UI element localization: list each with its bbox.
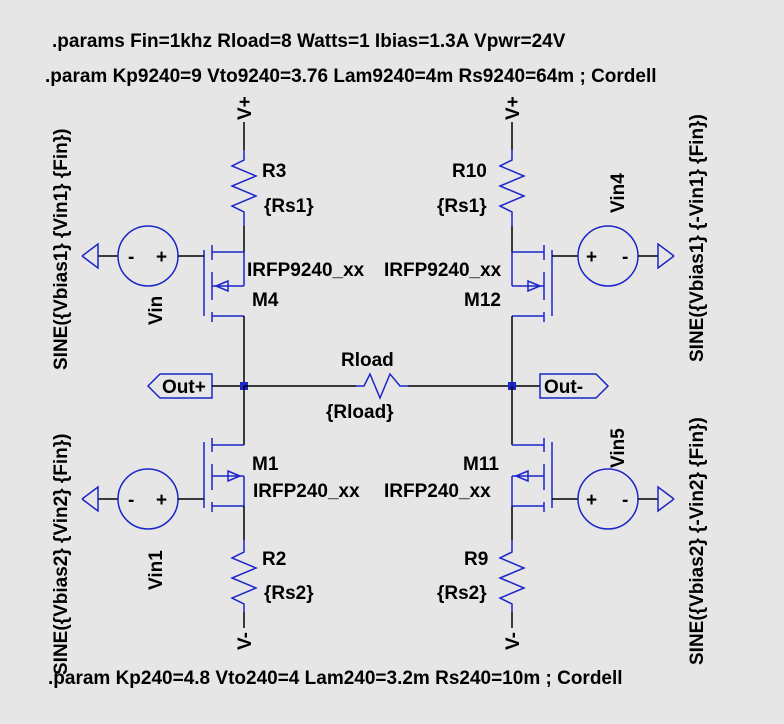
vminus-flag-right[interactable]: V- (503, 632, 524, 650)
vminus-flag-left[interactable]: V- (235, 632, 256, 650)
vin-name-label[interactable]: Vin (146, 296, 167, 325)
vin-value-label[interactable]: SINE({Vbias1} {Vin1} {Fin}) (51, 129, 72, 370)
mosfet-m12[interactable] (511, 226, 553, 386)
r10-name-label[interactable]: R10 (452, 161, 487, 182)
param-p-directive[interactable]: .param Kp9240=9 Vto9240=3.76 Lam9240=4m … (45, 66, 657, 87)
out-minus-port[interactable]: Out- (512, 373, 610, 399)
m11-model-label[interactable]: IRFP240_xx (384, 481, 491, 502)
m12-name-label[interactable]: M12 (464, 290, 501, 311)
r9-value-label[interactable]: {Rs2} (437, 583, 487, 604)
r2-value-label[interactable]: {Rs2} (264, 583, 314, 604)
params-directive[interactable]: .params Fin=1khz Rload=8 Watts=1 Ibias=1… (52, 31, 566, 52)
vin5-name-label[interactable]: Vin5 (608, 428, 629, 468)
r9-name-label[interactable]: R9 (464, 549, 488, 570)
m12-model-label[interactable]: IRFP9240_xx (384, 260, 502, 281)
rload-value-label[interactable]: {Rload} (326, 402, 394, 423)
vin5-minus-sign: - (622, 490, 628, 511)
vplus-flag-left[interactable]: V+ (235, 96, 256, 150)
vplus-flag-right[interactable]: V+ (503, 96, 524, 150)
m4-name-label[interactable]: M4 (252, 290, 279, 311)
voltage-source-vin[interactable]: - + (81, 225, 204, 287)
vin4-plus-sign: + (586, 247, 597, 268)
svg-text:Out+: Out+ (162, 377, 206, 398)
resistor-r3[interactable] (230, 150, 258, 226)
m4-model-label[interactable]: IRFP9240_xx (247, 260, 365, 281)
r3-name-label[interactable]: R3 (262, 161, 286, 182)
vin5-plus-sign: + (586, 490, 597, 511)
voltage-source-vin5[interactable]: + - (552, 468, 675, 530)
rload-name-label[interactable]: Rload (341, 350, 394, 371)
m1-model-label[interactable]: IRFP240_xx (253, 481, 360, 502)
param-n-directive[interactable]: .param Kp240=4.8 Vto240=4 Lam240=3.2m Rs… (48, 668, 623, 689)
mosfet-m1[interactable] (203, 386, 245, 540)
svg-text:V+: V+ (235, 96, 256, 120)
resistor-rload[interactable] (244, 372, 512, 400)
m11-name-label[interactable]: M11 (463, 454, 499, 475)
vin-plus-sign: + (156, 247, 167, 268)
vin4-value-label[interactable]: SINE({Vbias1} {-Vin1} {Fin}) (687, 114, 708, 362)
vin5-value-label[interactable]: SINE({Vbias2} {-Vin2} {Fin}) (687, 417, 708, 665)
vin4-name-label[interactable]: Vin4 (608, 173, 629, 213)
vin1-value-label[interactable]: SINE({Vbias2} {Vin2} {Fin}) (51, 434, 72, 675)
vin1-name-label[interactable]: Vin1 (146, 550, 167, 590)
r10-value-label[interactable]: {Rs1} (437, 196, 487, 217)
r3-value-label[interactable]: {Rs1} (264, 196, 314, 217)
vin-minus-sign: - (128, 247, 134, 268)
svg-text:V+: V+ (503, 96, 524, 120)
voltage-source-vin1[interactable]: - + (81, 468, 204, 530)
resistor-r10[interactable] (498, 150, 526, 226)
r2-name-label[interactable]: R2 (262, 549, 286, 570)
vin1-plus-sign: + (156, 490, 167, 511)
voltage-source-vin4[interactable]: + - (552, 225, 675, 287)
vin1-minus-sign: - (128, 490, 134, 511)
resistor-r2[interactable] (230, 540, 258, 628)
mosfet-m11[interactable] (511, 386, 553, 540)
resistor-r9[interactable] (498, 540, 526, 628)
out-plus-port[interactable]: Out+ (146, 373, 244, 399)
mosfet-m4[interactable] (203, 226, 245, 386)
vin4-minus-sign: - (622, 247, 628, 268)
svg-text:Out-: Out- (544, 377, 583, 398)
m1-name-label[interactable]: M1 (252, 454, 279, 475)
